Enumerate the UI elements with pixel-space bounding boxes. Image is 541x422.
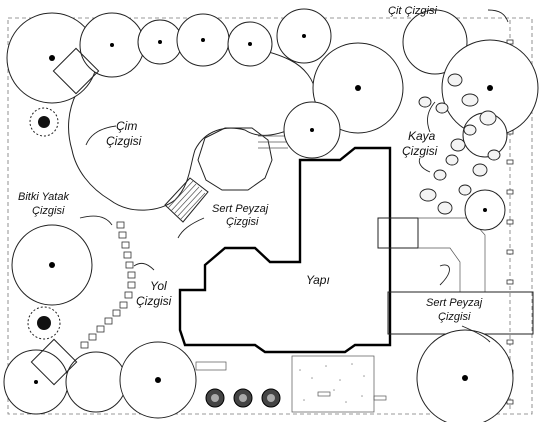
property-boundary xyxy=(7,17,533,415)
patio-octagon xyxy=(197,127,273,191)
label-hardscape-right-2: Çizgisi xyxy=(438,311,471,323)
rock-cluster xyxy=(418,73,501,215)
shrubs xyxy=(27,107,61,340)
label-plant-bed-1: Bitki Yatak xyxy=(18,191,69,203)
label-rock-1: Kaya xyxy=(408,129,436,143)
diamond-planters xyxy=(30,47,100,386)
label-path-2: Çizgisi xyxy=(136,294,172,308)
label-hardscape-left-2: Çizgisi xyxy=(226,216,259,228)
patio-steps xyxy=(258,135,288,149)
label-arrows xyxy=(79,9,509,343)
label-lawn-line-1: Çim xyxy=(116,119,137,133)
stairs xyxy=(164,177,209,223)
tree xyxy=(402,9,468,75)
stepping-stones xyxy=(80,221,136,349)
label-plant-bed-2: Çizgisi xyxy=(32,205,65,217)
label-hardscape-right-1: Sert Peyzaj xyxy=(426,297,483,309)
label-building: Yapı xyxy=(306,273,330,287)
label-rock-2: Çizgisi xyxy=(402,144,438,158)
label-path-1: Yol xyxy=(150,279,167,293)
gravel-stipple xyxy=(299,363,365,403)
trees xyxy=(3,8,539,422)
label-lawn-line-2: Çizgisi xyxy=(106,134,142,148)
label-hardscape-left-1: Sert Peyzaj xyxy=(212,203,269,215)
building-footprint xyxy=(178,146,392,354)
label-fence-line: Çit Çizgisi xyxy=(388,5,437,17)
bottom-garden-plot xyxy=(195,355,387,413)
